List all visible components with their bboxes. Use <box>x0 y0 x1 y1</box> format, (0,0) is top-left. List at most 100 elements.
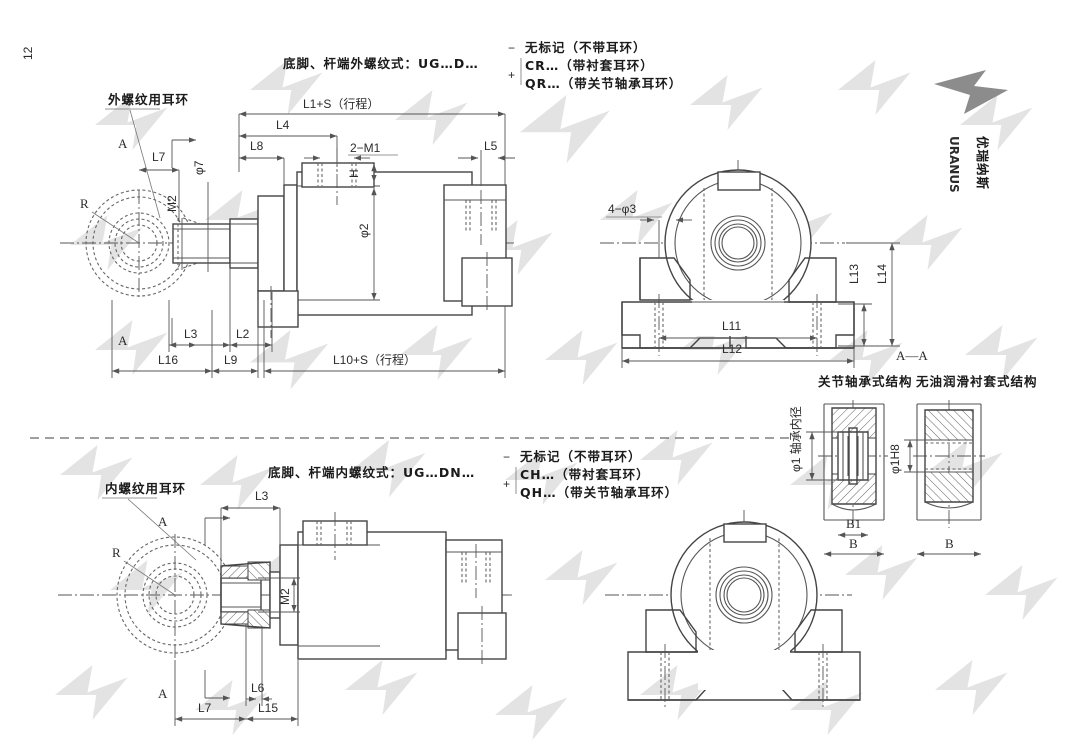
brand-name-en: URANUS <box>947 136 961 193</box>
bottom-section-a-upper: A <box>158 514 168 529</box>
top-rod-eye-note: 外螺纹用耳环 <box>107 92 189 107</box>
section-dim-L12: L12 <box>621 342 855 368</box>
section-L12-label: L12 <box>722 342 742 356</box>
bearing-right-lower-body <box>924 471 974 503</box>
top-dim-L2: L2 <box>230 292 273 352</box>
top-dim-L3: L3 <box>168 268 231 352</box>
bottom-dim-L15: L15 <box>246 660 299 726</box>
section-dim-L14: L14 <box>846 242 900 347</box>
bottom-L6-label: L6 <box>251 681 265 695</box>
top-section-a-lower: A <box>118 333 128 348</box>
bore-circle-4 <box>721 226 755 260</box>
top-variant-3: QR…（带关节轴承耳环） <box>525 76 682 91</box>
bottom-L3-label: L3 <box>255 489 269 503</box>
top-L2-label: L2 <box>236 327 250 341</box>
top-H-dim: H <box>347 164 377 182</box>
bottom-variant-2: CH…（带衬套耳环） <box>520 467 650 482</box>
section-bolt-hole-left <box>654 302 664 348</box>
bottom-cylinder-body <box>279 512 507 666</box>
bottom-assembly-drawing: 内螺纹用耳环 R A A <box>58 481 512 726</box>
bottom-dim-L3: L3 <box>220 489 281 566</box>
top-H-label: H <box>347 169 361 178</box>
bearing-right-upper-body <box>924 409 974 441</box>
top-2M1-label: 2−M1 <box>350 141 381 155</box>
section-aa-view: 4−φ3 L13 L14 L11 L12 <box>600 160 928 368</box>
top-assembly-title: 底脚、杆端外螺纹式：UG…D… <box>283 56 479 71</box>
top-dim-L4: L4 <box>239 118 338 152</box>
bearing-left-race <box>837 431 869 481</box>
bottom-section-view <box>605 510 861 708</box>
section-left-web <box>639 257 691 301</box>
bottom-dim-M2: M2 <box>258 577 300 613</box>
brand-name-cn: 优瑞纳斯 <box>975 136 990 190</box>
top-phi7-label: φ7 <box>192 160 206 175</box>
bottom-assembly-title: 底脚、杆端内螺纹式：UG…DN… <box>268 465 475 480</box>
bottom-left-web <box>645 609 697 653</box>
brand-logo: URANUS 优瑞纳斯 <box>934 70 1008 193</box>
top-phi2-label: φ2 <box>357 223 371 238</box>
section-L14-label: L14 <box>875 264 889 284</box>
bearing-right-B-label: B <box>945 536 954 551</box>
section-top-lug <box>717 171 761 191</box>
top-dim-L7: L7 <box>139 150 180 222</box>
top-dim-L8: L8 <box>239 139 285 185</box>
bottom-section-top-lug <box>723 523 767 543</box>
top-L3-label: L3 <box>184 327 198 341</box>
bottom-L7-label: L7 <box>198 701 212 715</box>
top-L10S-label: L10+S（行程） <box>333 352 416 367</box>
bearing-left-ball <box>848 427 858 485</box>
section-dim-L11: L11 <box>659 319 817 341</box>
top-dim-L9: L9 <box>212 300 259 378</box>
top-section-a-upper: A <box>118 136 128 151</box>
bottom-dim-L6: L6 <box>245 624 272 706</box>
chevron-arrow-icon <box>934 70 1008 114</box>
bottom-note-leader <box>127 498 197 561</box>
bottom-sign-plus: + <box>503 477 510 491</box>
bottom-section-marks: A A <box>158 514 230 701</box>
top-L16-label: L16 <box>158 353 178 367</box>
top-sign-minus: − <box>508 41 515 55</box>
top-dim-L10S: L10+S（行程） <box>263 300 506 378</box>
top-L7-label: L7 <box>152 150 166 164</box>
top-cylinder-body <box>257 152 513 338</box>
top-dim-L16: L16 <box>111 300 213 378</box>
top-M2-label: M2 <box>165 195 179 212</box>
top-L4-label: L4 <box>276 118 290 132</box>
top-rod-thread <box>172 218 259 270</box>
bottom-rod-internal-thread <box>220 561 281 629</box>
section-dim-L13: L13 <box>838 264 872 347</box>
top-variant-1: 无标记（不带耳环） <box>524 40 647 55</box>
top-assembly-drawing: 外螺纹用耳环 R A A <box>60 92 515 378</box>
section-bolt-hole-right <box>812 302 822 348</box>
bearing-right-bush-lines <box>925 442 973 470</box>
bottom-dim-L7: L7 <box>174 660 246 726</box>
top-L9-label: L9 <box>224 353 238 367</box>
bearing-left-bore-label: φ1 轴承内径 <box>788 406 803 472</box>
bottom-L15-label: L15 <box>258 701 278 715</box>
bottom-assembly-title-block: 底脚、杆端内螺纹式：UG…DN… − + 无标记（不带耳环） CH…（带衬套耳环… <box>268 449 678 500</box>
bearing-left-B-label: B <box>849 536 858 551</box>
radius-leader <box>91 211 140 244</box>
bearing-left-title: 关节轴承式结构 <box>818 374 913 389</box>
top-assembly-title-block: 底脚、杆端外螺纹式：UG…D… − + 无标记（不带耳环） CR…（带衬套耳环）… <box>283 40 682 91</box>
top-dim-L1S: L1+S（行程） <box>238 96 506 185</box>
top-sign-plus: + <box>508 68 515 82</box>
bottom-M2-label: M2 <box>278 588 292 605</box>
bottom-section-a-lower: A <box>158 686 168 701</box>
bottom-variant-1: 无标记（不带耳环） <box>519 449 642 464</box>
top-L8-label: L8 <box>250 139 264 153</box>
bottom-variant-3: QH…（带关节轴承耳环） <box>520 485 678 500</box>
page-number: 12 <box>21 46 35 60</box>
section-4phi3-callout: 4−φ3 <box>606 202 692 258</box>
section-L11-label: L11 <box>722 319 741 333</box>
top-radius-label: R <box>80 196 89 211</box>
top-L5-label: L5 <box>484 139 498 153</box>
bearing-left-dims: B1 B <box>824 516 884 557</box>
section-L13-label: L13 <box>847 264 861 284</box>
page-number-text: 12 <box>21 46 35 60</box>
bottom-rod-eye-note: 内螺纹用耳环 <box>105 481 186 496</box>
bearing-detail-spherical: φ1 轴承内径 B1 B <box>788 400 888 557</box>
bearing-right-title: 无油润滑衬套式结构 <box>915 374 1038 389</box>
